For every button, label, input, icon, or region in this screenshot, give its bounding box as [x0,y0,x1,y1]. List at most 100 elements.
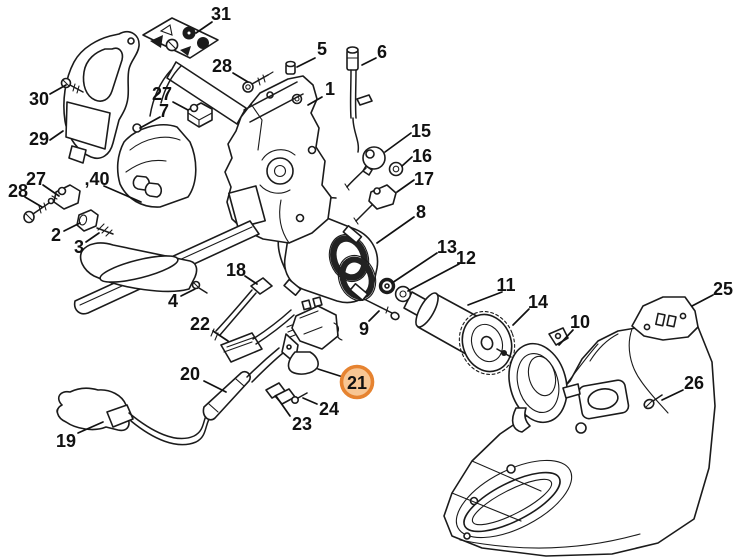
switch-block-27-top [187,102,213,128]
cord-clamp-23 [265,382,296,405]
leader-line-5 [296,57,316,68]
part-label-30[interactable]: 30 [29,89,49,109]
handle-grip [65,101,111,150]
leader-line-30 [49,84,67,95]
leader-line-28 [24,196,43,208]
rear-handle-housing-25 [443,296,716,557]
part-label-25[interactable]: 25 [713,279,733,299]
brush-holder-17 [353,184,397,225]
part-label-28[interactable]: 28 [8,181,28,201]
power-cord-19 [56,347,284,446]
part-label-5[interactable]: 5 [317,39,327,59]
part-label-26[interactable]: 26 [684,373,704,393]
warning-sticker-31 [142,17,219,59]
leader-line-15 [384,132,412,153]
part-label-19[interactable]: 19 [56,431,76,451]
part-label-27[interactable]: 27 [26,169,46,189]
leader-line-3 [85,232,100,243]
part-label-27[interactable]: 27 [152,84,172,104]
bearing-13 [378,277,396,295]
field-coil-8 [277,197,379,304]
part-label-31[interactable]: 31 [211,4,231,24]
leader-line-12 [407,263,460,292]
leader-line-29 [49,130,64,141]
washer-16 [388,161,404,177]
washer-12 [394,285,412,303]
handle-slot [463,471,561,533]
part-label-17[interactable]: 17 [414,169,434,189]
leader-line-4 [180,288,196,297]
screw-4 [191,280,208,294]
lead-wires-18 [210,277,273,341]
screw-9 [363,298,400,321]
highlight-circle-21[interactable] [339,364,375,400]
screw-24 [290,392,308,404]
armature-11 [399,291,516,376]
part-label-12[interactable]: 12 [456,248,476,268]
switch-block-27-left [51,184,81,210]
leader-line-17 [396,179,415,193]
capacitor-15 [344,146,386,191]
latch-40 [144,182,163,198]
cord-sleeve-20 [202,370,251,421]
leader-line-16 [401,156,413,167]
leader-line-40 [103,185,142,203]
part-label-28[interactable]: 28 [212,56,232,76]
part-label-21[interactable]: 21 [347,373,367,393]
leader-line-7 [139,116,161,129]
bolt-28-left [23,197,55,224]
leader-line-27 [172,101,189,111]
part-label-10[interactable]: 10 [570,312,590,332]
part-label-9[interactable]: 9 [359,319,369,339]
part-label-18[interactable]: 18 [226,260,246,280]
leader-line-20 [203,380,227,393]
leader-line-13 [391,252,438,284]
tab-detail [666,314,677,328]
fan-boss [266,157,294,185]
screw-30 [60,77,84,94]
grip-tube [166,61,247,125]
part-label-3[interactable]: 3 [74,237,84,257]
part-label-15[interactable]: 15 [411,121,431,141]
part-label-14[interactable]: 14 [528,292,548,312]
leader-line-18 [244,275,258,285]
leader-line-14 [512,308,530,326]
tab-detail [655,312,666,327]
leader-line-27 [42,184,60,197]
leader-line-6 [361,57,377,66]
leader-line-11 [467,291,503,306]
leader-line-28 [232,72,249,83]
leader-line-10 [558,329,574,346]
leader-line-9 [368,310,380,322]
part-label-22[interactable]: 22 [190,314,210,334]
motor-housing-1 [73,61,332,315]
part-label-29[interactable]: 29 [29,129,49,149]
leader-line-23 [275,395,291,417]
leader-line-2 [63,222,81,232]
gear-14 [458,310,516,376]
part-label-11[interactable]: 11 [496,275,515,295]
spring-3 [96,223,114,237]
leader-line-31 [195,21,213,34]
part-label-20[interactable]: 20 [180,364,200,384]
leader-line-19 [77,421,104,434]
leader-line-25 [691,294,714,307]
part-label-2[interactable]: 2 [51,225,61,245]
part-label-6[interactable]: 6 [377,42,387,62]
part-label-13[interactable]: 13 [437,237,457,257]
part-label-40[interactable]: ,40 [84,169,109,189]
cap-2 [76,209,99,232]
part-label-23[interactable]: 23 [292,414,312,434]
part-label-4[interactable]: 4 [168,291,178,311]
part-label-1[interactable]: 1 [325,79,335,99]
part-label-16[interactable]: 16 [412,146,432,166]
part-label-7[interactable]: 7 [159,101,169,121]
switch-21 [281,296,343,375]
leader-line-1 [307,96,323,106]
part-label-8[interactable]: 8 [416,202,426,222]
screw-26 [643,394,663,410]
leader-line-21 [317,368,344,378]
part-label-24[interactable]: 24 [319,399,339,419]
